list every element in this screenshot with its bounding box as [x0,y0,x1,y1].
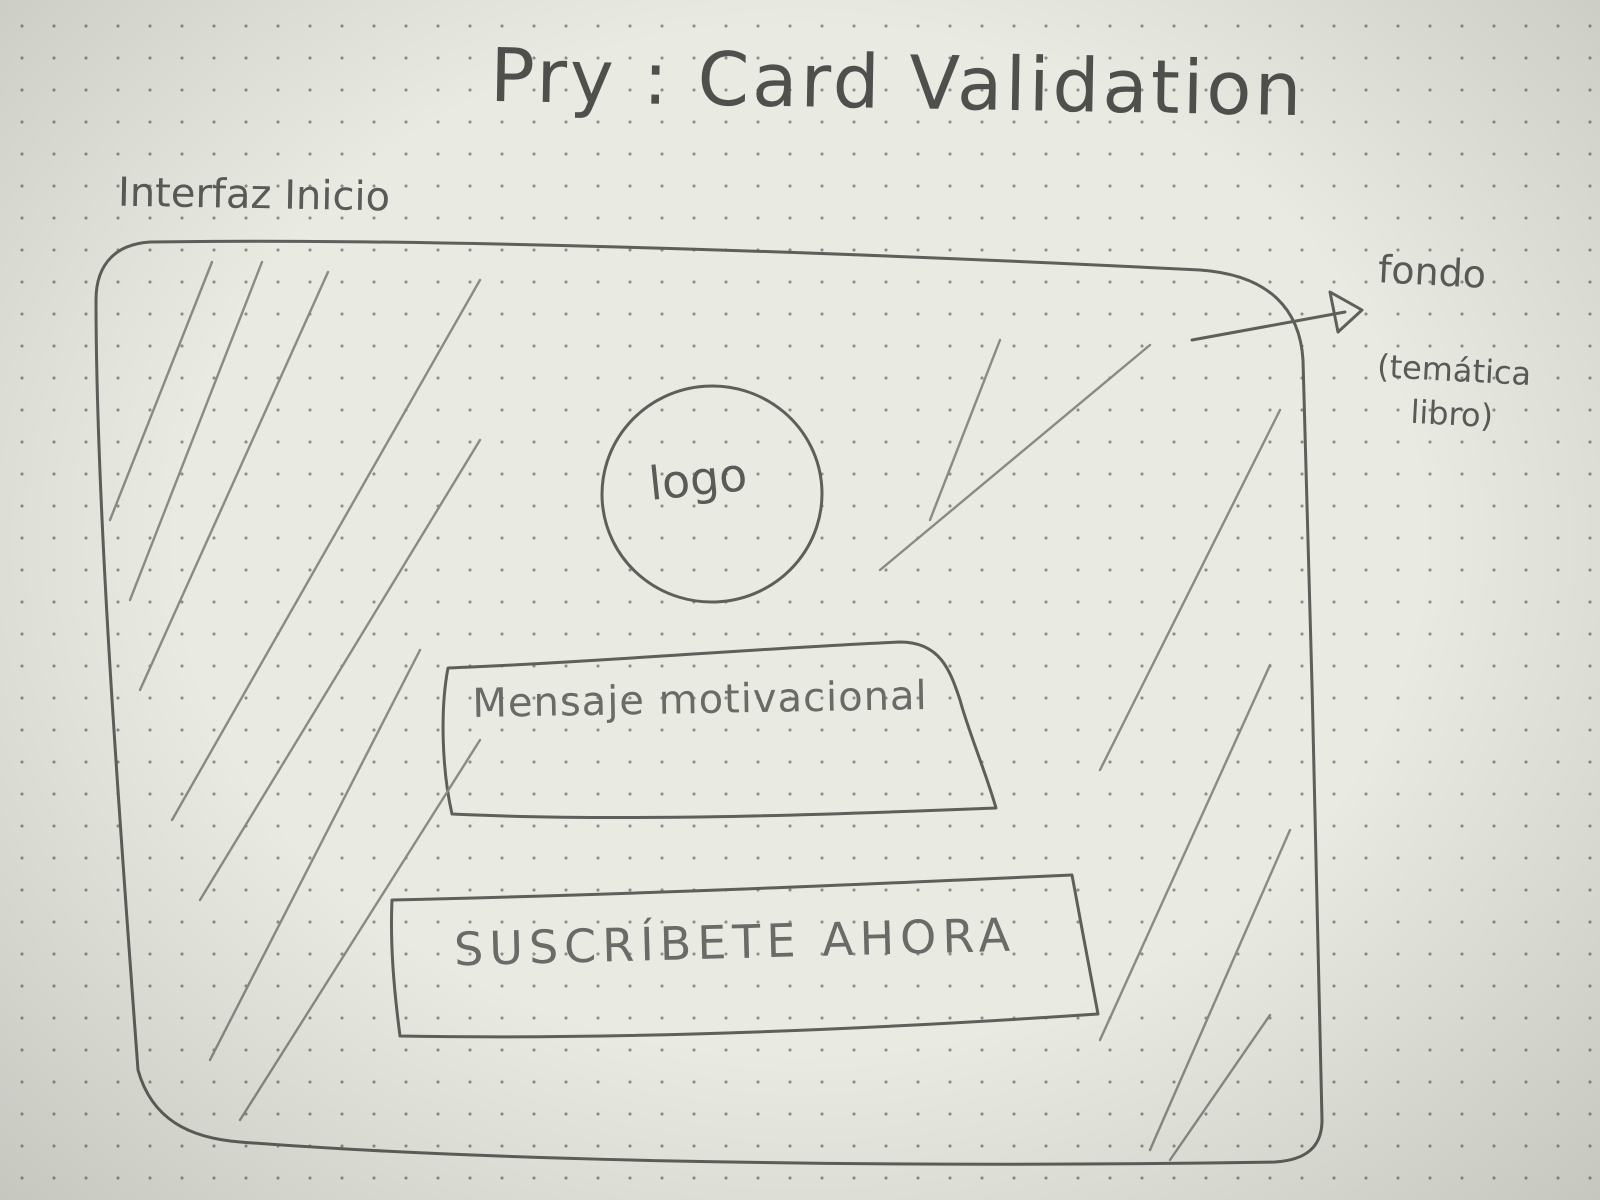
background-arrow [1190,310,1347,342]
screen-frame [94,239,1324,1166]
screen-label: Interfaz Inicio [117,169,391,221]
background-arrow-head [1328,290,1364,334]
motivational-message: Mensaje motivacional [472,673,928,727]
message-box [441,640,998,820]
background-note: (temática libro) [1376,347,1533,436]
background-hatching [108,260,1292,1162]
logo-circle [600,384,824,604]
subscribe-button-box [389,873,1100,1039]
background-label: fondo [1376,247,1488,297]
project-title: Pry : Card Validation [489,32,1306,134]
